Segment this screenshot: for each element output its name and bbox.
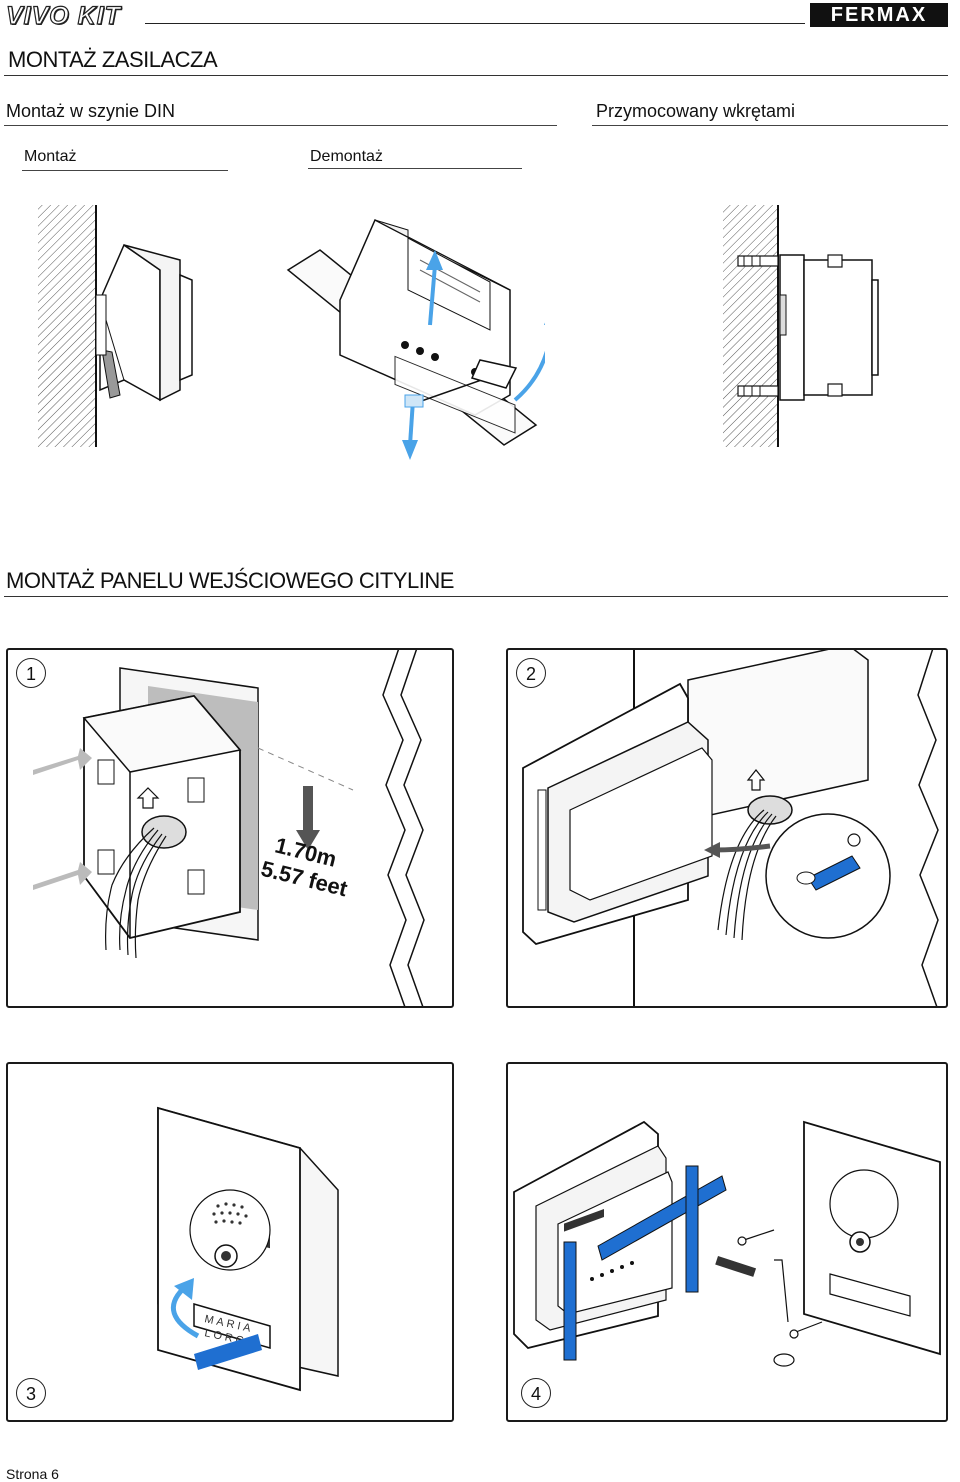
screw-rule bbox=[592, 125, 948, 126]
step-3-number: 3 bbox=[16, 1378, 46, 1408]
screw-mount-illustration bbox=[723, 205, 879, 447]
panel-section-title: MONTAŻ PANELU WEJŚCIOWEGO CITYLINE bbox=[6, 568, 454, 593]
header-rule bbox=[145, 23, 805, 24]
screw-label: Przymocowany wkrętami bbox=[596, 101, 796, 121]
din-rail-rule bbox=[4, 125, 557, 126]
fermax-logo: FERMAX bbox=[810, 3, 948, 27]
mount-label: Montaż bbox=[24, 148, 77, 165]
vivo-kit-logo: VIVO KIT bbox=[5, 1, 121, 30]
flush-box-illustration: 1.70m 5.57 feet bbox=[33, 650, 425, 1006]
panel-hinge-illustration bbox=[522, 650, 939, 1006]
step-4-number: 4 bbox=[521, 1378, 551, 1408]
din-mount-illustration bbox=[38, 205, 193, 447]
din-rail-label: Montaż w szynie DIN bbox=[6, 101, 176, 121]
step-1-number: 1 bbox=[16, 658, 46, 688]
din-dismount-illustration bbox=[286, 218, 545, 460]
step-1-panel: 1.70m 5.57 feet 1 bbox=[6, 648, 454, 1008]
dismount-rule bbox=[308, 168, 522, 169]
nameplate-illustration: MARIA LORCA bbox=[157, 1106, 339, 1392]
step-2-panel: 2 bbox=[506, 648, 948, 1008]
dismount-label: Demontaż bbox=[310, 148, 383, 165]
page-number: Strona 6 bbox=[6, 1466, 59, 1482]
step-3-panel: MARIA LORCA 3 bbox=[6, 1062, 454, 1422]
mount-rule bbox=[22, 170, 228, 171]
power-section-rule bbox=[4, 75, 948, 76]
power-section-title: MONTAŻ ZASILACZA bbox=[8, 47, 218, 72]
step-4-panel: 4 bbox=[506, 1062, 948, 1422]
panel-section-rule bbox=[4, 596, 948, 597]
frame-mounting-illustration bbox=[513, 1120, 941, 1367]
step-2-number: 2 bbox=[516, 658, 546, 688]
